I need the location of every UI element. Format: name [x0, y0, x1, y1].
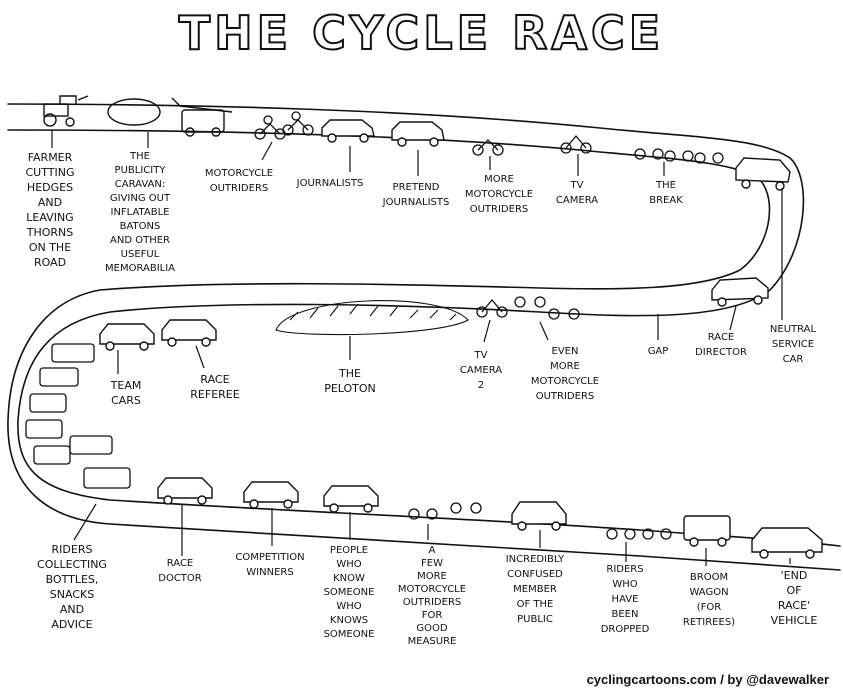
van-broom	[683, 515, 731, 547]
bike-icons	[254, 111, 724, 540]
car-people	[323, 485, 379, 513]
few-more-outriders	[408, 502, 482, 520]
label-riders-collecting: RIDERS COLLECTING BOTTLES, SNACKS AND AD…	[37, 543, 107, 631]
car-director	[711, 277, 769, 307]
label-dropped-riders: RIDERS WHO HAVE BEEN DROPPED	[600, 564, 650, 635]
label-outriders-3: EVEN MORE MOTORCYCLE OUTRIDERS	[530, 346, 600, 402]
car-doctor	[157, 477, 213, 505]
car-icons	[99, 119, 823, 559]
car-referee	[161, 319, 217, 347]
credit-line: cyclingcartoons.com / by @davewalker	[586, 672, 829, 687]
tv-camera-bike	[560, 134, 592, 154]
car-winners	[243, 481, 299, 509]
label-neutral-car: NEUTRAL SERVICE CAR	[769, 324, 817, 365]
road-edge-inner	[7, 129, 841, 571]
label-outriders-4: A FEW MORE MOTORCYCLE OUTRIDERS FOR GOOD…	[397, 545, 467, 647]
label-outriders-2: MORE MOTORCYCLE OUTRIDERS	[464, 174, 534, 215]
pointer-arrows	[51, 130, 791, 566]
label-people: PEOPLE WHO KNOW SOMEONE WHO KNOWS SOMEON…	[323, 545, 375, 640]
label-tv-camera: TV CAMERA	[555, 180, 599, 206]
motorcycle-3	[472, 139, 504, 156]
label-broom-wagon: BROOM WAGON (FOR RETIREES)	[682, 572, 736, 628]
caravan-balloon-icon	[107, 97, 233, 137]
label-journalists: JOURNALISTS	[296, 178, 364, 189]
label-end-of-race: 'END OF RACE' VEHICLE	[770, 569, 818, 627]
tractor-icon	[43, 95, 89, 127]
motorcycle-2	[282, 111, 314, 136]
label-outriders-1: MOTORCYCLE OUTRIDERS	[204, 168, 274, 194]
car-end	[751, 527, 823, 559]
label-caravan: THE PUBLICITY CARAVAN: GIVING OUT INFLAT…	[105, 151, 175, 274]
peloton-icon	[275, 300, 469, 336]
car-team	[99, 323, 155, 351]
label-team-cars: TEAM CARS	[110, 379, 142, 407]
team-car-column	[25, 343, 131, 489]
label-peloton: THE PELOTON	[324, 367, 376, 395]
label-farmer: FARMER CUTTING HEDGES AND LEAVING THORNS…	[25, 151, 75, 269]
break-riders	[634, 148, 724, 164]
dropped-riders	[606, 528, 672, 540]
page-title: THE CYCLE RACE	[178, 5, 665, 61]
even-more-outriders	[514, 296, 580, 320]
label-confused-public: INCREDIBLY CONFUSED MEMBER OF THE PUBLIC	[505, 554, 565, 625]
tv-camera-2-bike	[476, 298, 508, 318]
car-pretend	[391, 121, 445, 147]
label-race-director: RACE DIRECTOR	[695, 332, 747, 358]
label-the-break: THE BREAK	[649, 180, 683, 206]
label-race-doctor: RACE DOCTOR	[158, 558, 202, 584]
motorcycle-1	[254, 115, 286, 140]
label-pretend-journalists: PRETEND JOURNALISTS	[382, 182, 450, 208]
car-neutral	[735, 157, 791, 191]
label-gap: GAP	[647, 346, 669, 357]
car-confused	[511, 501, 567, 531]
label-tv-camera-2: TV CAMERA 2	[459, 350, 503, 391]
label-competition-winners: COMPETITION WINNERS	[235, 552, 305, 578]
label-race-referee: RACE REFEREE	[190, 373, 240, 401]
car-journalists	[321, 119, 375, 143]
